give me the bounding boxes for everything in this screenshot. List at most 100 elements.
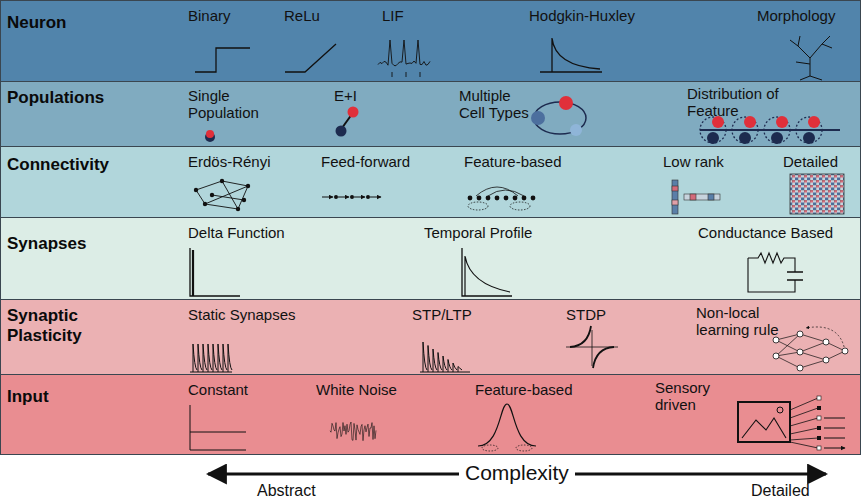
feature-based-connectivity-icon <box>468 196 536 201</box>
static-synapse-icon <box>213 344 217 372</box>
feature-input-icon <box>478 404 536 451</box>
connectivity-band: ConnectivityErdös-RényiFeed-forwardFeatu… <box>0 147 861 218</box>
network-icon <box>806 327 845 351</box>
item-label: Sensory driven <box>655 379 727 414</box>
sensory-icon <box>817 446 821 450</box>
sensory-icon <box>738 402 790 442</box>
item-label: Feature-based <box>464 153 562 170</box>
static-synapse-icon <box>190 344 232 372</box>
low-rank-icon <box>708 194 714 200</box>
item-label: Detailed <box>783 153 838 170</box>
item-label: Feed-forward <box>321 153 410 170</box>
item-label: Constant <box>188 381 248 398</box>
item-label: ReLu <box>284 7 320 24</box>
stp-icon <box>458 367 462 373</box>
network-icon <box>797 349 803 355</box>
erdos-renyi-icon <box>210 193 214 197</box>
erdos-renyi-icon <box>242 198 246 202</box>
distribution-icon <box>712 116 724 128</box>
feature-based-connectivity-icon <box>468 187 536 210</box>
network-icon <box>842 348 848 354</box>
network-icon <box>773 353 779 359</box>
relu-icon <box>285 44 336 72</box>
stp-icon <box>433 349 437 372</box>
delta-function-icon <box>190 248 240 296</box>
stp-icon <box>453 363 457 372</box>
feature-based-connectivity-icon <box>531 196 536 201</box>
feature-based-connectivity-icon <box>468 196 473 201</box>
static-synapse-icon <box>190 372 232 373</box>
lif-icon <box>378 40 430 77</box>
distribution-icon <box>764 117 790 143</box>
item-label: Conductance Based <box>698 224 833 241</box>
stdp-icon <box>566 326 618 368</box>
feature-input-icon <box>478 404 536 446</box>
ei-icon <box>348 107 359 118</box>
feed-forward-icon <box>334 195 338 199</box>
constant-input-icon <box>190 405 246 450</box>
feature-based-connectivity-icon <box>495 196 500 201</box>
feed-forward-icon <box>338 197 349 198</box>
temporal-profile-icon <box>462 248 512 296</box>
stp-icon <box>443 356 447 372</box>
constant-input-icon <box>190 405 246 450</box>
low-rank-icon <box>672 180 720 214</box>
stp-icon <box>423 342 462 372</box>
axis-title: Complexity <box>459 461 575 485</box>
distribution-icon <box>776 116 788 128</box>
feed-forward-icon <box>322 195 381 199</box>
hh-icon <box>540 38 602 72</box>
stp-icon <box>448 360 452 373</box>
single-population-icon <box>206 130 214 138</box>
populations-band: PopulationsSingle PopulationE+IMultiple … <box>0 82 861 147</box>
network-icon <box>776 334 845 368</box>
sensory-icon <box>777 407 783 413</box>
distribution-icon <box>796 117 822 143</box>
distribution-icon <box>707 132 719 144</box>
erdos-renyi-icon <box>220 179 224 183</box>
static-synapse-icon <box>203 344 207 372</box>
plasticity-band: Synaptic PlasticityStatic SynapsesSTP/LT… <box>0 300 861 375</box>
stp-icon <box>423 342 427 372</box>
feed-forward-icon <box>354 197 365 198</box>
feed-forward-icon <box>350 195 354 199</box>
item-label: STP/LTP <box>412 306 472 323</box>
stp-icon <box>428 346 432 373</box>
multiple-cell-types-icon <box>570 124 582 136</box>
item-label: Non-local learning rule <box>696 304 792 339</box>
item-label: Feature-based <box>475 381 573 398</box>
erdos-renyi-icon <box>203 202 207 206</box>
distribution-icon <box>744 116 756 128</box>
static-synapse-icon <box>198 344 202 372</box>
static-synapse-icon <box>218 344 222 372</box>
erdos-renyi-icon <box>194 179 250 211</box>
item-label: E+I <box>334 87 357 104</box>
input-band: InputConstantWhite NoiseFeature-basedSen… <box>0 375 861 455</box>
feature-based-connectivity-icon <box>486 196 491 201</box>
feature-input-icon <box>482 445 498 451</box>
feature-based-connectivity-icon <box>510 202 530 210</box>
erdos-renyi-icon <box>196 181 248 209</box>
item-label: LIF <box>382 7 404 24</box>
hh-icon <box>552 38 600 72</box>
feature-based-connectivity-icon <box>522 196 527 201</box>
sensory-icon <box>817 416 821 420</box>
conductance-icon <box>748 253 803 292</box>
feature-based-connectivity-icon <box>468 202 488 210</box>
network-icon <box>773 337 779 343</box>
network-icon <box>797 365 803 371</box>
static-synapse-icon <box>223 344 227 372</box>
hh-icon <box>540 71 602 72</box>
temporal-profile-icon <box>465 256 510 296</box>
multiple-cell-types-icon <box>531 96 586 136</box>
constant-input-icon <box>190 432 246 433</box>
row-heading: Populations <box>7 88 104 108</box>
temporal-profile-icon <box>462 248 512 296</box>
sensory-icon <box>790 398 818 448</box>
feature-based-connectivity-icon <box>513 196 518 201</box>
distribution-icon <box>739 132 751 144</box>
distribution-icon <box>700 129 840 131</box>
static-synapse-icon <box>193 344 197 372</box>
row-heading: Input <box>7 387 49 407</box>
